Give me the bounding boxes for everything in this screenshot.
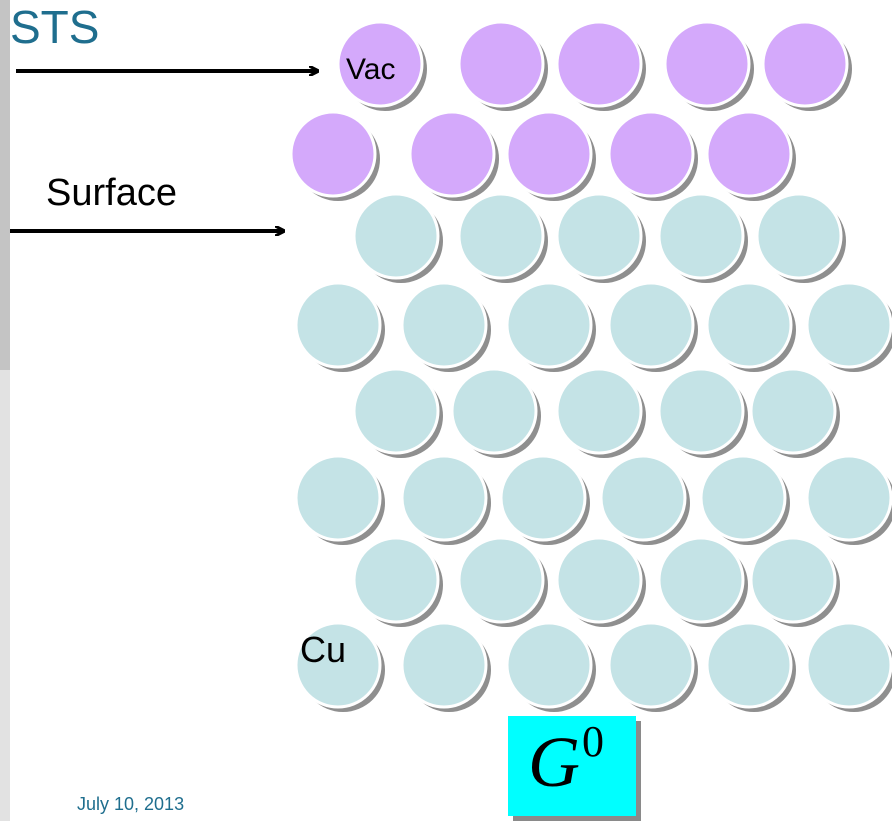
cu-atom [354, 369, 438, 453]
vacuum-atom [459, 22, 543, 106]
cu-atom [402, 456, 486, 540]
vacuum-label: Vac [346, 55, 395, 85]
cu-atom [807, 283, 891, 367]
cu-atom [452, 369, 536, 453]
formula-symbol: G [528, 722, 580, 802]
cu-atom [659, 538, 743, 622]
vacuum-atom [609, 112, 693, 196]
vacuum-atom [291, 112, 375, 196]
cu-atom [707, 623, 791, 707]
cu-atom [354, 194, 438, 278]
cu-atom [459, 538, 543, 622]
vacuum-atom [763, 22, 847, 106]
cu-atom [507, 623, 591, 707]
vacuum-atom [707, 112, 791, 196]
cu-label: Cu [300, 632, 346, 668]
cu-atom [296, 456, 380, 540]
cu-atom [507, 283, 591, 367]
formula-superscript: 0 [582, 717, 604, 766]
cu-atom [601, 456, 685, 540]
cu-atom [751, 538, 835, 622]
vacuum-atom [410, 112, 494, 196]
cu-atom [402, 623, 486, 707]
surface-label: Surface [46, 174, 177, 212]
cu-atom [459, 194, 543, 278]
slide-title: STS [10, 4, 99, 50]
cu-atom [402, 283, 486, 367]
cu-atom [296, 283, 380, 367]
green-function-formula: G0 [528, 726, 602, 798]
cu-atom [557, 538, 641, 622]
cu-atom [557, 369, 641, 453]
cu-atom [609, 623, 693, 707]
cu-atom [501, 456, 585, 540]
cu-atom [807, 456, 891, 540]
cu-atom [707, 283, 791, 367]
cu-atom [659, 369, 743, 453]
cu-atom [557, 194, 641, 278]
cu-atom [609, 283, 693, 367]
cu-atom [701, 456, 785, 540]
cu-atom [354, 538, 438, 622]
cu-atom [659, 194, 743, 278]
vacuum-atom [557, 22, 641, 106]
cu-atom [807, 623, 891, 707]
vacuum-atom [665, 22, 749, 106]
cu-atom [751, 369, 835, 453]
vacuum-atom [507, 112, 591, 196]
cu-atom [757, 194, 841, 278]
slide-date: July 10, 2013 [77, 795, 184, 813]
